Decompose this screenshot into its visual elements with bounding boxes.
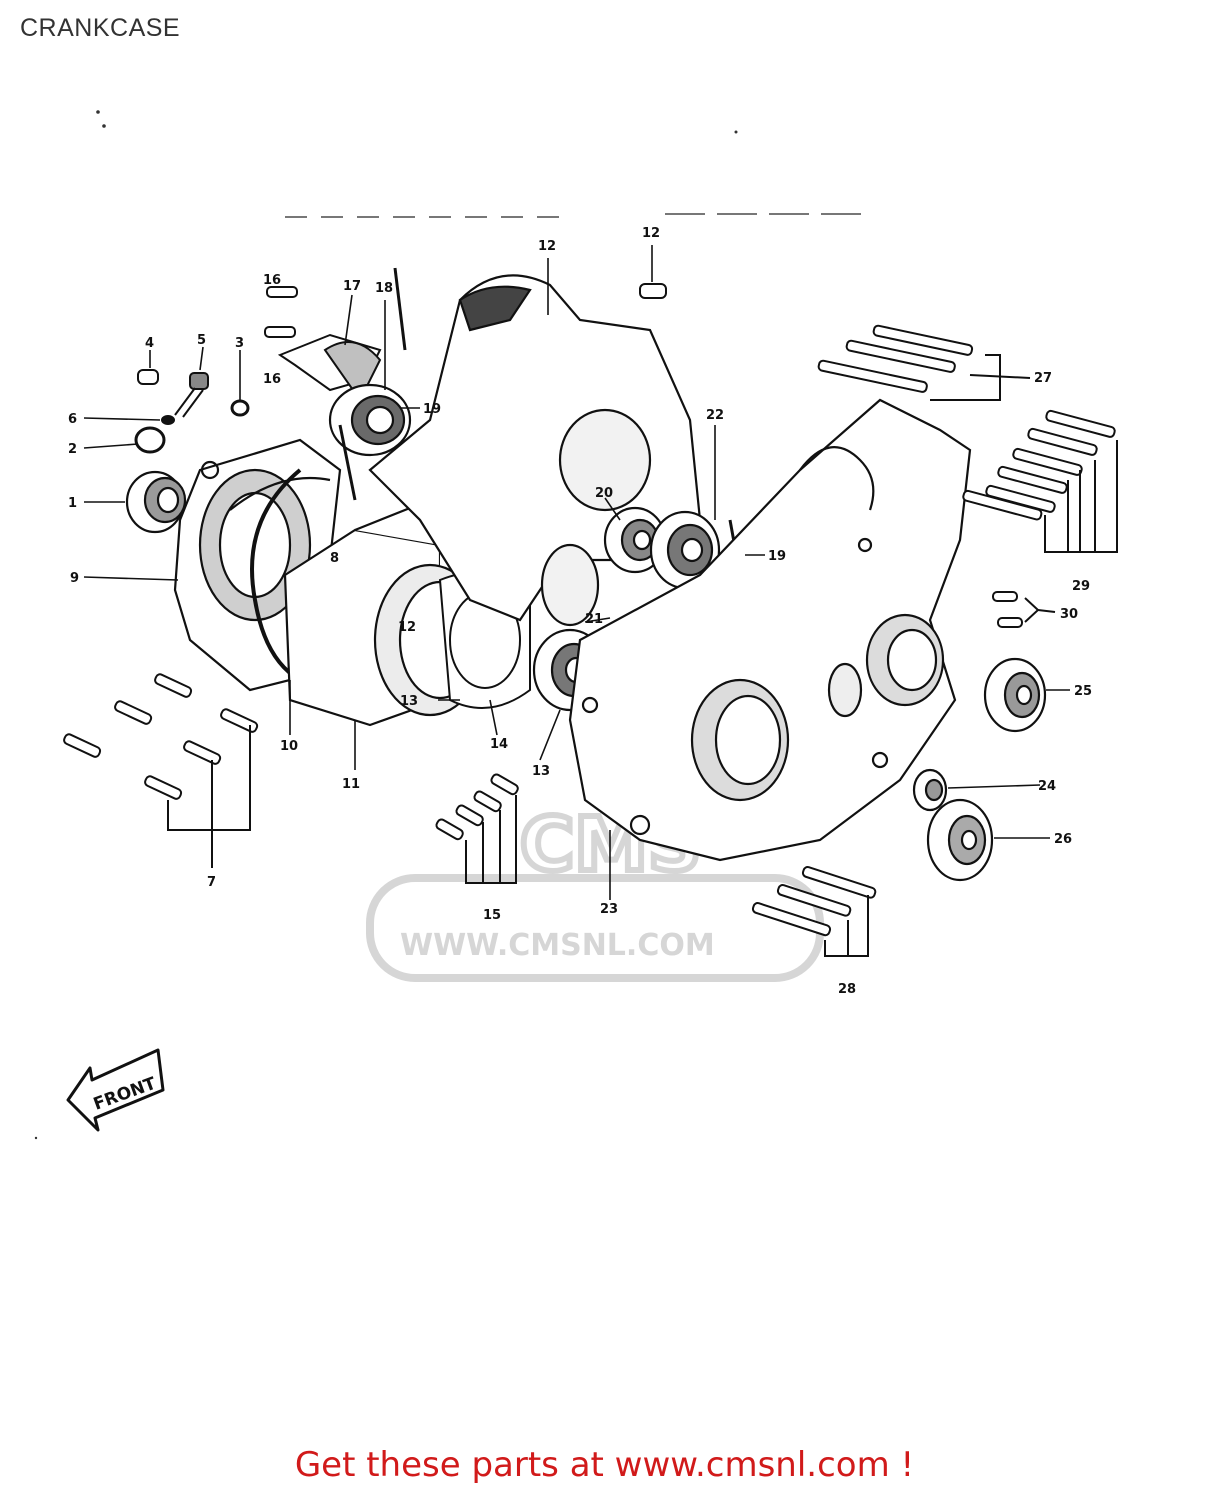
leader-lines bbox=[83, 245, 1070, 900]
callout-21: 21 bbox=[585, 612, 603, 627]
callout-13-a: 13 bbox=[400, 694, 418, 709]
callout-3: 3 bbox=[235, 336, 244, 351]
callout-11: 11 bbox=[342, 777, 360, 792]
bolts-28 bbox=[751, 866, 877, 957]
callout-30: 30 bbox=[1060, 607, 1078, 622]
o-ring-3 bbox=[230, 399, 250, 417]
washer-6 bbox=[161, 415, 175, 425]
callout-22: 22 bbox=[706, 408, 724, 423]
bolts-15 bbox=[435, 773, 519, 884]
callout-7: 7 bbox=[207, 875, 216, 890]
lower-case-half bbox=[568, 398, 972, 862]
callout-12-b: 12 bbox=[642, 226, 660, 241]
callout-13-b: 13 bbox=[532, 764, 550, 779]
washer-2 bbox=[134, 426, 166, 454]
callout-10: 10 bbox=[280, 739, 298, 754]
oil-seal-1 bbox=[125, 470, 187, 534]
callout-14: 14 bbox=[490, 737, 508, 752]
gasket-ring bbox=[250, 468, 302, 682]
bearing-25 bbox=[983, 657, 1047, 733]
bearing-24 bbox=[912, 768, 948, 812]
callout-12-c: 12 bbox=[398, 620, 416, 635]
pin-4 bbox=[137, 369, 159, 385]
callout-20: 20 bbox=[595, 486, 613, 501]
dashed-rule bbox=[285, 213, 870, 218]
callout-27: 27 bbox=[1034, 371, 1052, 386]
callout-16-a: 16 bbox=[263, 273, 281, 288]
callout-12-a: 12 bbox=[538, 239, 556, 254]
callout-9: 9 bbox=[70, 571, 79, 586]
front-arrow: FRONT bbox=[66, 1048, 165, 1132]
callout-17: 17 bbox=[343, 279, 361, 294]
bearing-26 bbox=[926, 798, 994, 882]
page-title: CRANKCASE bbox=[20, 14, 181, 42]
callout-24: 24 bbox=[1038, 779, 1056, 794]
callout-19-b: 19 bbox=[768, 549, 786, 564]
callout-4: 4 bbox=[145, 336, 154, 351]
bolts-29 bbox=[962, 409, 1118, 553]
scan-specks bbox=[34, 110, 738, 1140]
bearing-20 bbox=[603, 506, 667, 574]
bolts-27 bbox=[817, 324, 1031, 401]
callout-23: 23 bbox=[600, 902, 618, 917]
callout-8: 8 bbox=[330, 551, 339, 566]
callout-15: 15 bbox=[483, 908, 501, 923]
callout-6: 6 bbox=[68, 412, 77, 427]
callout-25: 25 bbox=[1074, 684, 1092, 699]
callout-28: 28 bbox=[838, 982, 856, 997]
callout-26: 26 bbox=[1054, 832, 1072, 847]
callout-29: 29 bbox=[1072, 579, 1090, 594]
callout-18: 18 bbox=[375, 281, 393, 296]
callout-19-a: 19 bbox=[423, 402, 441, 417]
callout-2: 2 bbox=[68, 442, 77, 457]
callout-5: 5 bbox=[197, 333, 206, 348]
callout-16-b: 16 bbox=[263, 372, 281, 387]
bearing-18 bbox=[328, 383, 412, 457]
cta-link[interactable]: Get these parts at www.cmsnl.com ! bbox=[294, 1445, 915, 1485]
screw-5 bbox=[174, 372, 209, 418]
watermark-url: WWW.CMSNL.COM bbox=[400, 928, 715, 963]
bolts-16 bbox=[264, 286, 298, 338]
bolts-7 bbox=[63, 673, 259, 868]
callout-1: 1 bbox=[68, 496, 77, 511]
screws-30 bbox=[992, 591, 1056, 628]
callout-labels: 1 2 3 4 5 6 7 8 9 10 11 12 12 12 13 13 1… bbox=[68, 226, 1092, 997]
